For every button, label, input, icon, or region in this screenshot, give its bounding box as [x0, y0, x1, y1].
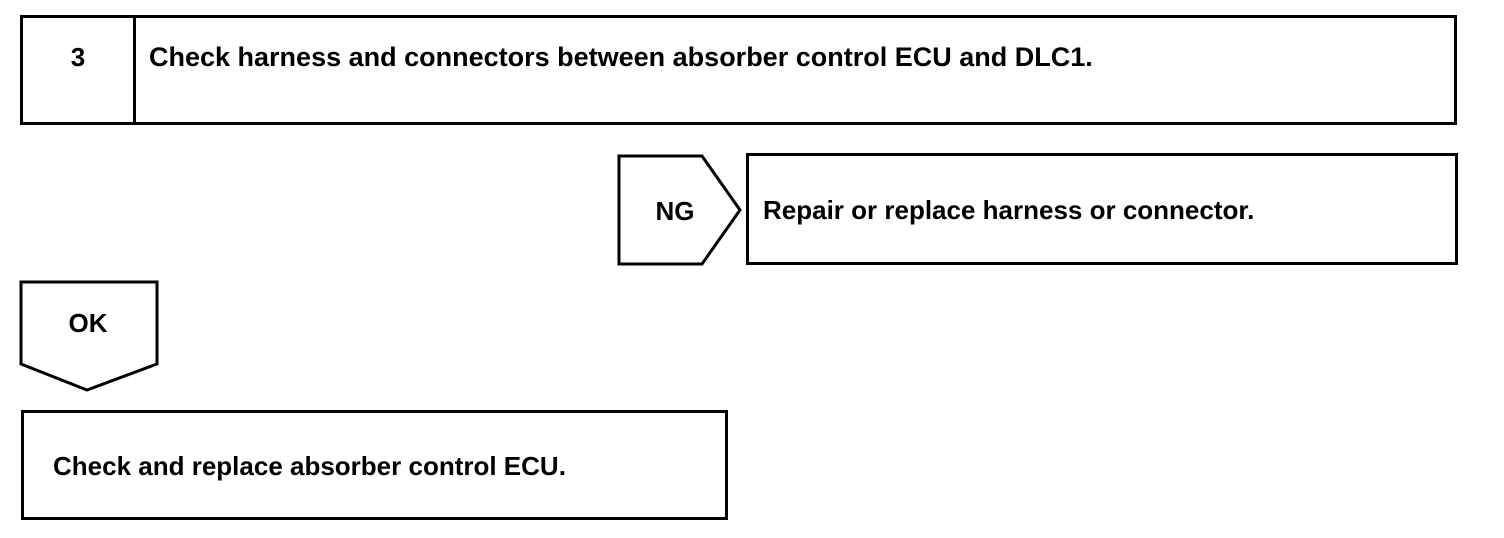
ng-result-text: Repair or replace harness or connector.	[763, 195, 1255, 225]
ok-label: OK	[68, 308, 108, 338]
step-number: 3	[70, 42, 86, 72]
step-box: 3 Check harness and connectors between a…	[20, 15, 1457, 125]
ok-result-box: Check and replace absorber control ECU.	[21, 410, 728, 520]
step-title: Check harness and connectors between abs…	[149, 42, 1093, 72]
ng-label: NG	[655, 196, 695, 226]
ng-result-box: Repair or replace harness or connector.	[746, 153, 1458, 265]
ok-result-text: Check and replace absorber control ECU.	[53, 451, 566, 481]
step-number-cell: 3	[23, 18, 136, 122]
